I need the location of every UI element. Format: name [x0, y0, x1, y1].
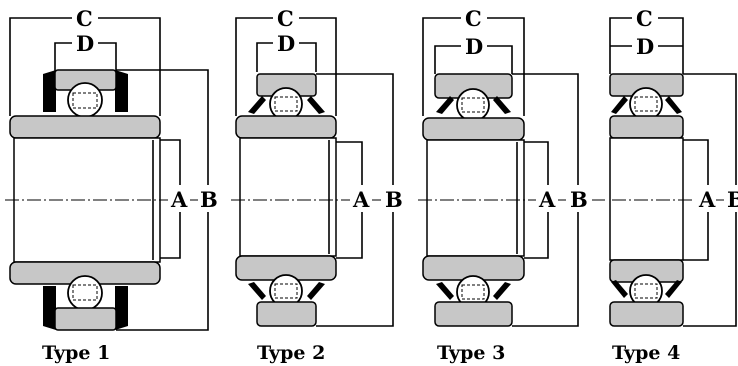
dimension-d-bracket: D: [434, 34, 513, 74]
seal-top-left: [611, 96, 628, 114]
label-c: C: [465, 6, 482, 31]
label-b: B: [200, 187, 218, 212]
bearing-type-1: C D A B: [5, 6, 218, 364]
seal-top-left: [248, 96, 266, 114]
label-a: A: [538, 187, 556, 212]
label-d: D: [76, 31, 94, 56]
dimension-b-bracket: [683, 73, 737, 185]
label-c: C: [277, 6, 294, 31]
dimension-c-bracket: C: [609, 6, 684, 74]
label-a: A: [170, 187, 188, 212]
dimension-b-bracket: [316, 73, 394, 185]
seal-bottom-right: [115, 286, 128, 330]
seal-top-right: [115, 70, 128, 112]
outer-ring-bottom: [609, 301, 684, 327]
label-a: A: [352, 187, 370, 212]
type-label: Type 1: [42, 342, 110, 364]
outer-ring-bottom: [434, 301, 513, 327]
seal-top-left: [436, 96, 454, 114]
dimension-d-bracket: D: [256, 31, 317, 72]
type-label: Type 2: [257, 342, 325, 364]
dimension-a-bracket: [683, 139, 709, 185]
dimension-a-bracket: [524, 141, 549, 185]
label-b: B: [385, 187, 403, 212]
seal-top-left: [43, 70, 56, 112]
cage-top: [634, 96, 658, 112]
cage-bottom: [634, 283, 658, 299]
dimension-b-bracket: [116, 69, 209, 185]
bore-body: [426, 139, 525, 257]
dimension-a-bracket: [160, 139, 181, 185]
seal-top-right: [307, 96, 325, 114]
inner-ring-top: [9, 115, 161, 139]
inner-ring-top: [422, 117, 525, 141]
bearing-type-4: C D A B Type 4: [609, 6, 738, 364]
label-d: D: [465, 34, 483, 59]
bore-body: [609, 137, 684, 261]
inner-ring-top: [609, 115, 684, 139]
seal-bottom-left: [436, 282, 454, 300]
seal-top-right: [665, 96, 682, 114]
label-d: D: [636, 34, 654, 59]
type-label: Type 3: [437, 342, 505, 364]
dimension-c-bracket: C: [235, 6, 337, 116]
dimension-c-bracket: C: [422, 6, 525, 116]
seal-bottom-left: [248, 282, 266, 300]
label-c: C: [76, 6, 93, 31]
seal-bottom-left: [611, 280, 628, 298]
label-a: A: [698, 187, 716, 212]
cage-top: [72, 92, 98, 109]
seal-bottom-right: [307, 282, 325, 300]
seal-bottom-right: [665, 280, 682, 298]
dimension-b-bracket: [512, 73, 579, 185]
label-d: D: [277, 31, 295, 56]
outer-ring-bottom: [54, 307, 117, 331]
dimension-a-bracket: [336, 141, 363, 185]
dimension-d-bracket: D: [610, 34, 683, 59]
dimension-c-bracket: C: [9, 6, 161, 116]
cage-bottom: [72, 284, 98, 301]
seal-bottom-right: [493, 282, 511, 300]
inner-ring-top: [235, 115, 337, 139]
label-b: B: [570, 187, 588, 212]
label-b: B: [727, 187, 738, 212]
cage-top: [274, 96, 298, 112]
dimension-d-bracket: D: [54, 31, 117, 72]
bore-body: [239, 137, 337, 257]
outer-ring-bottom: [256, 301, 317, 327]
bearing-type-2: C D A B Type 2: [231, 6, 403, 364]
cage-bottom: [274, 283, 298, 299]
label-c: C: [636, 6, 653, 31]
type-label: Type 4: [612, 342, 680, 364]
seal-top-right: [493, 96, 511, 114]
seal-bottom-left: [43, 286, 56, 330]
bearing-type-3: C D A B Type 3: [418, 6, 605, 364]
cage-top: [461, 97, 485, 113]
cage-bottom: [461, 284, 485, 300]
